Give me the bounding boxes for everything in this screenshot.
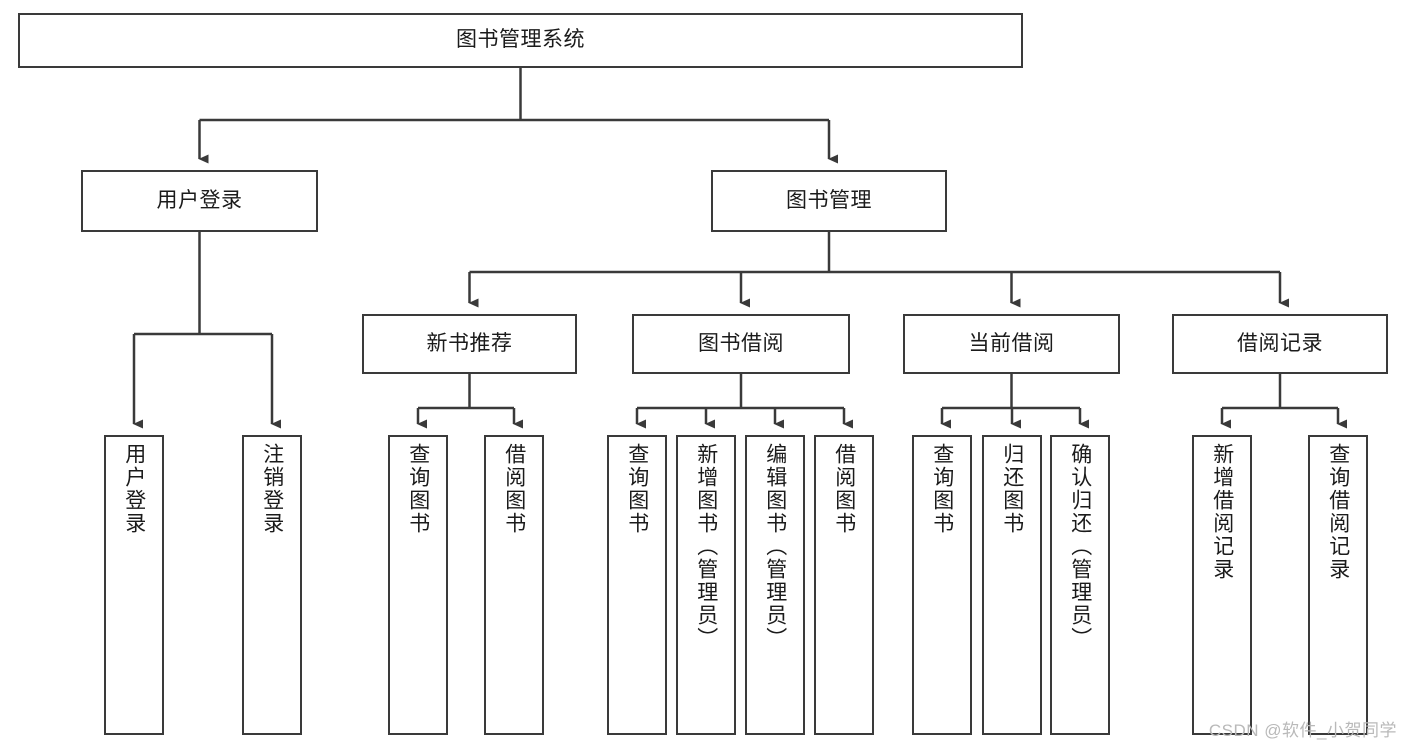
node-label: 归还图书 (1000, 443, 1024, 535)
node-label: 借阅图书 (832, 443, 856, 535)
node-leaf-login[interactable]: 用户登录 (104, 435, 164, 735)
node-leaf-query-cur[interactable]: 查询图书 (912, 435, 972, 735)
node-newbooks[interactable]: 新书推荐 (362, 314, 577, 374)
node-current[interactable]: 当前借阅 (903, 314, 1120, 374)
node-leaf-edit-bk[interactable]: 编辑图书（管理员） (745, 435, 805, 735)
node-label: 当前借阅 (968, 331, 1055, 355)
watermark-text: CSDN @软件_小贺同学 (1208, 721, 1397, 740)
node-label: 查询图书 (625, 443, 649, 535)
node-leaf-borrow-new[interactable]: 借阅图书 (484, 435, 544, 735)
node-leaf-add-rec[interactable]: 新增借阅记录 (1192, 435, 1252, 735)
node-records[interactable]: 借阅记录 (1172, 314, 1388, 374)
node-label: 编辑图书（管理员） (763, 443, 787, 650)
node-leaf-query-bk[interactable]: 查询图书 (607, 435, 667, 735)
node-leaf-query-new[interactable]: 查询图书 (388, 435, 448, 735)
node-label: 借阅图书 (502, 443, 526, 535)
node-label: 借阅记录 (1237, 331, 1323, 355)
node-leaf-add-bk[interactable]: 新增图书（管理员） (676, 435, 736, 735)
node-label: 新增借阅记录 (1210, 443, 1234, 581)
node-label: 图书借阅 (698, 331, 784, 355)
node-label: 查询图书 (930, 443, 954, 535)
node-label: 新书推荐 (426, 331, 513, 355)
node-leaf-borrow-bk[interactable]: 借阅图书 (814, 435, 874, 735)
node-leaf-logout[interactable]: 注销登录 (242, 435, 302, 735)
node-borrow[interactable]: 图书借阅 (632, 314, 850, 374)
node-label: 图书管理系统 (456, 28, 585, 52)
node-label: 确认归还（管理员） (1068, 443, 1092, 650)
node-label: 新增图书（管理员） (694, 443, 718, 650)
node-leaf-query-rec[interactable]: 查询借阅记录 (1308, 435, 1368, 735)
node-label: 注销登录 (260, 443, 284, 535)
node-label: 查询借阅记录 (1326, 443, 1350, 581)
node-login[interactable]: 用户登录 (81, 170, 318, 232)
node-bookmgmt[interactable]: 图书管理 (711, 170, 947, 232)
node-label: 查询图书 (406, 443, 430, 535)
node-label: 图书管理 (786, 188, 872, 212)
node-label: 用户登录 (122, 443, 146, 535)
node-leaf-return[interactable]: 归还图书 (982, 435, 1042, 735)
node-leaf-confirm[interactable]: 确认归还（管理员） (1050, 435, 1110, 735)
node-label: 用户登录 (156, 188, 243, 212)
node-root[interactable]: 图书管理系统 (18, 13, 1023, 68)
